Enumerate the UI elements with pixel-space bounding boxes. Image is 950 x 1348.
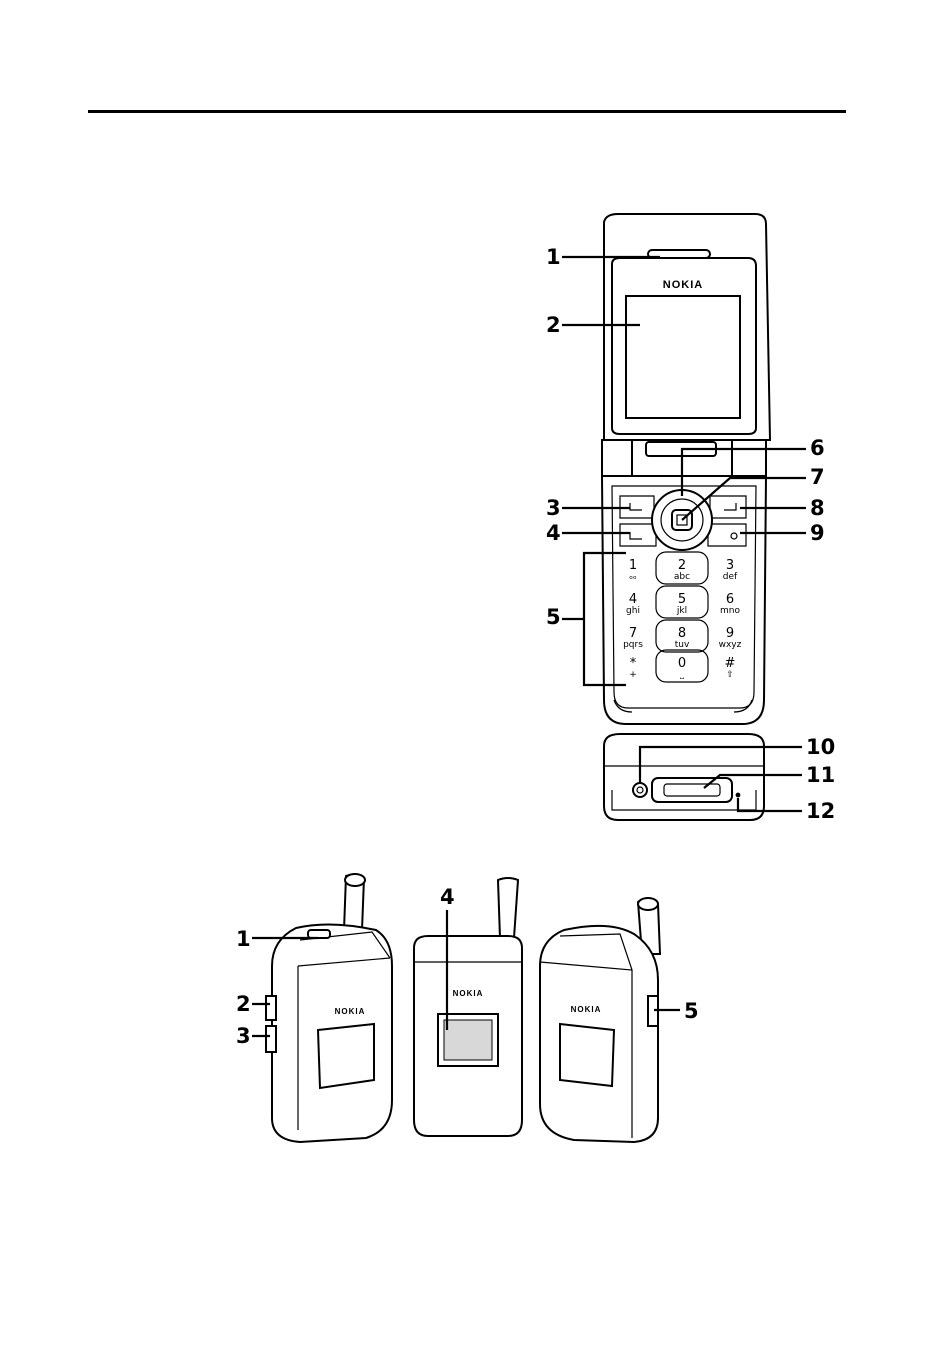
keypad-key-number: 5 bbox=[678, 592, 686, 607]
keypad-key-number: * bbox=[630, 656, 637, 671]
keypad-key-number: 8 bbox=[678, 626, 686, 641]
hinge-right bbox=[732, 440, 766, 478]
keypad-key-letters: def bbox=[723, 572, 738, 582]
keypad-key-number: 1 bbox=[629, 558, 637, 573]
outer-display bbox=[444, 1020, 492, 1060]
keypad-key-letters: ⎵ bbox=[680, 670, 684, 680]
earpiece-left-view bbox=[308, 930, 330, 938]
charger-connector bbox=[633, 783, 647, 797]
callout-10: 10 bbox=[806, 735, 835, 759]
keypad-key-number: 0 bbox=[678, 656, 686, 671]
callout-closed-5: 5 bbox=[684, 999, 699, 1023]
outer-display-right-view bbox=[560, 1024, 614, 1086]
callout-4: 4 bbox=[546, 521, 561, 545]
keypad-key-number: 3 bbox=[726, 558, 734, 573]
keypad-key-letters: ₒₒ bbox=[629, 572, 637, 582]
keypad-key-letters: tuv bbox=[675, 640, 690, 650]
callout-8: 8 bbox=[810, 496, 825, 520]
callout-closed-2: 2 bbox=[236, 992, 251, 1016]
callout-closed-1: 1 bbox=[236, 927, 251, 951]
brand-logo: NOKIA bbox=[663, 279, 703, 291]
keypad-key-number: # bbox=[725, 656, 736, 671]
keypad-key[interactable]: *+ bbox=[629, 656, 637, 680]
ptt-key-left-view[interactable] bbox=[266, 1026, 276, 1052]
callout-2: 2 bbox=[546, 313, 561, 337]
keypad-key-number: 2 bbox=[678, 558, 686, 573]
hinge-left bbox=[602, 440, 632, 478]
keypad-key[interactable]: 1ₒₒ bbox=[629, 558, 637, 582]
main-display bbox=[626, 296, 740, 418]
antenna-front-view bbox=[498, 878, 518, 938]
closed-phone-left-view: NOKIA bbox=[266, 874, 392, 1142]
callout-6: 6 bbox=[810, 436, 825, 460]
antenna-tip-left-view bbox=[345, 874, 365, 886]
callout-7: 7 bbox=[810, 465, 825, 489]
callout-5: 5 bbox=[546, 605, 561, 629]
keypad-key-number: 6 bbox=[726, 592, 734, 607]
keypad-key-letters: ghi bbox=[626, 606, 640, 616]
keypad-key-letters: mno bbox=[720, 606, 740, 616]
keypad-key-letters: pqrs bbox=[623, 640, 643, 650]
closed-phone-right-view: NOKIA bbox=[540, 898, 660, 1142]
callout-1: 1 bbox=[546, 245, 561, 269]
keypad-key-letters: ⇧ bbox=[726, 670, 734, 680]
keypad-key-number: 9 bbox=[726, 626, 734, 641]
callout-11: 11 bbox=[806, 763, 835, 787]
keypad-key-letters: abc bbox=[674, 572, 690, 582]
keypad-key-letters: wxyz bbox=[719, 640, 742, 650]
callout-12: 12 bbox=[806, 799, 835, 823]
right-view-callouts: 5 bbox=[654, 999, 699, 1023]
callout-3: 3 bbox=[546, 496, 561, 520]
keypad-key-letters: + bbox=[629, 670, 637, 680]
keypad-key-letters: jkl bbox=[676, 606, 687, 616]
outer-display-left-view bbox=[318, 1024, 374, 1088]
callout-closed-4: 4 bbox=[440, 885, 455, 909]
keypad-key-number: 7 bbox=[629, 626, 637, 641]
keypad-key-number: 4 bbox=[629, 592, 637, 607]
callout-9: 9 bbox=[810, 521, 825, 545]
callout-closed-3: 3 bbox=[236, 1024, 251, 1048]
volume-key-left-view[interactable] bbox=[266, 996, 276, 1020]
microphone bbox=[736, 793, 741, 798]
antenna-tip-right-view bbox=[638, 898, 658, 910]
brand-logo-right-view: NOKIA bbox=[571, 1005, 602, 1014]
brand-logo-front-view: NOKIA bbox=[453, 989, 484, 998]
brand-logo-left-view: NOKIA bbox=[335, 1007, 366, 1016]
closed-phone-front-view: NOKIA bbox=[414, 878, 522, 1136]
